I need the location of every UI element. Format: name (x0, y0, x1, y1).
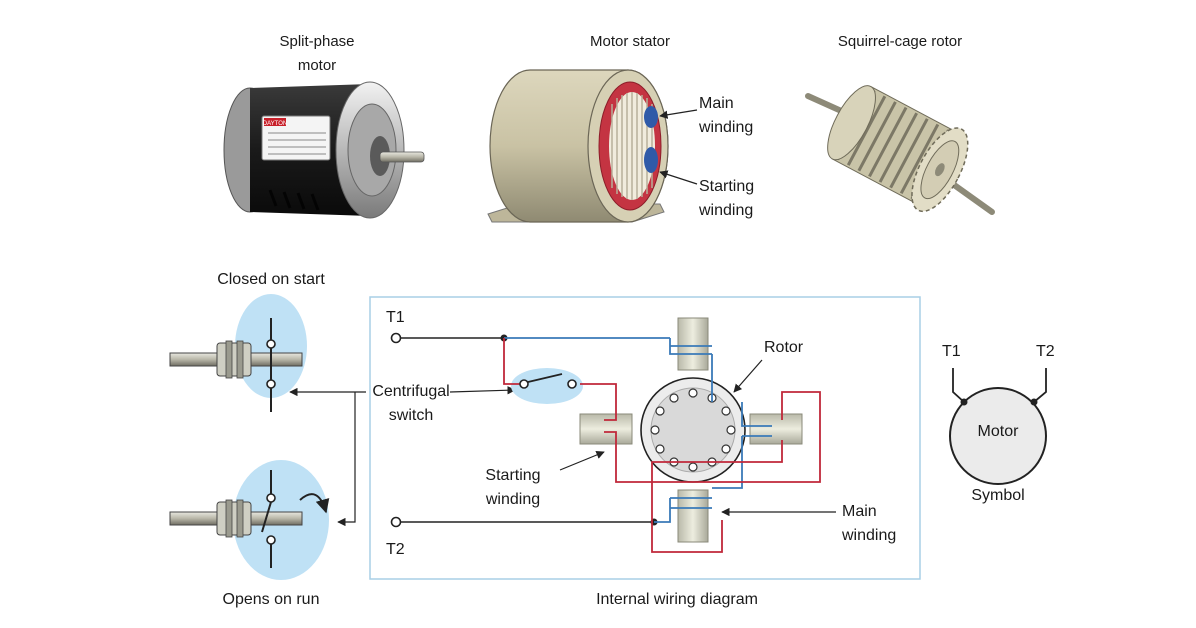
nameplate-brand: DAYTON (263, 121, 287, 127)
label-motor-stator: Motor stator (589, 33, 671, 50)
main-winding-coil (644, 106, 658, 128)
label-split-phase-line2: motor (297, 57, 337, 74)
label-main-winding-top-line2: winding (699, 119, 754, 136)
switch-detail-open (169, 460, 330, 580)
label-starting-winding-top-line2: winding (699, 202, 754, 219)
label-closed-on-start: Closed on start (217, 271, 325, 288)
label-squirrel-cage-rotor: Squirrel-cage rotor (837, 33, 963, 50)
starting-winding-coil (644, 147, 658, 173)
motor-stator-illustration (487, 69, 698, 223)
label-main-winding-top: Main winding (699, 92, 753, 140)
label-starting-winding-diagram-line1: Starting (485, 467, 541, 484)
main-winding-wiring (504, 337, 772, 523)
label-symbol-t1: T1 (942, 343, 961, 360)
label-internal-wiring-diagram: Internal wiring diagram (596, 591, 758, 608)
label-main-winding-diagram-line2: winding (842, 527, 897, 544)
label-main-winding-top-line1: Main (699, 95, 734, 112)
internal-wiring-diagram (369, 296, 921, 580)
label-opens-on-run: Opens on run (222, 591, 320, 608)
label-split-phase-line1: Split-phase (279, 33, 355, 50)
label-t1: T1 (386, 309, 405, 326)
label-starting-winding-top: Starting winding (699, 175, 754, 223)
motor-symbol (949, 368, 1047, 485)
label-rotor: Rotor (764, 339, 804, 356)
switch-detail-closed (169, 294, 307, 412)
label-symbol: Symbol (971, 487, 1025, 504)
label-centrifugal-line2: switch (388, 407, 434, 424)
rotor-bar-holes (650, 388, 736, 472)
centrifugal-switch-pointers (289, 386, 516, 527)
label-split-phase-motor: Split-phase motor (279, 30, 354, 78)
label-main-winding-diagram: Main winding (842, 500, 896, 548)
label-t2: T2 (386, 541, 405, 558)
label-starting-winding-diagram-line2: winding (485, 491, 541, 508)
squirrel-cage-rotor-illustration (805, 85, 995, 215)
label-main-winding-diagram-line1: Main (842, 503, 877, 520)
label-symbol-t2: T2 (1036, 343, 1055, 360)
starting-winding-wiring (503, 338, 821, 553)
label-centrifugal-switch: Centrifugal switch (372, 380, 449, 428)
label-motor: Motor (977, 423, 1019, 440)
label-centrifugal-line1: Centrifugal (372, 383, 450, 400)
label-starting-winding-diagram: Starting winding (485, 464, 540, 512)
split-phase-motor-illustration: DAYTON (223, 81, 425, 219)
label-starting-winding-top-line1: Starting (699, 178, 755, 195)
